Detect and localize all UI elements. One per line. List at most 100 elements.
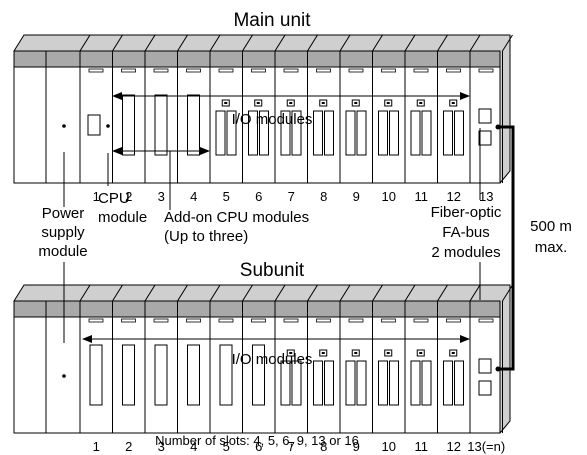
module-slot-window [248, 110, 258, 156]
cpu-indicator [106, 124, 110, 128]
slot-ridge [177, 34, 188, 52]
module-slot-window [454, 360, 464, 406]
main-unit-rack [13, 34, 513, 184]
slot-ridge [404, 34, 416, 52]
svg-text:2 modules: 2 modules [431, 244, 500, 261]
slot-ridge [469, 34, 481, 52]
slot-tab [153, 68, 169, 73]
slot-ridge [209, 284, 221, 302]
slot-number: 6 [255, 189, 262, 204]
slot-tab [446, 318, 461, 323]
module-slot-window [154, 94, 168, 156]
svg-text:module: module [98, 209, 147, 226]
slot-tab [186, 318, 201, 323]
slot-tab [153, 318, 169, 323]
slot-ridge [144, 34, 156, 52]
slot-ridge [307, 34, 318, 52]
slot-ridge [209, 34, 221, 52]
fiber-connector [478, 130, 492, 146]
slot-number: 5 [223, 189, 230, 204]
module-slot-window [259, 110, 269, 156]
slot-ridge [404, 284, 416, 302]
rack-top-band [13, 50, 501, 68]
slot-tab [413, 68, 429, 73]
module-slot-window [252, 344, 265, 406]
module-slot-window [280, 360, 291, 406]
slot-ridge [112, 284, 123, 302]
slot-tab [186, 68, 201, 73]
slot-tab [316, 68, 331, 73]
module-led-dot [419, 352, 423, 354]
svg-text:500 m: 500 m [530, 218, 572, 235]
slot-number: 10 [382, 439, 396, 454]
slot-tab [413, 318, 429, 323]
slot-number: 6 [255, 439, 262, 454]
addon-cpu-arrow [112, 147, 210, 155]
power-supply-indicator [62, 374, 66, 378]
svg-text:Power: Power [42, 205, 85, 222]
power-supply-label: Power supply module [38, 205, 87, 260]
slot-number: 4 [190, 189, 197, 204]
svg-text:FA-bus: FA-bus [442, 224, 490, 241]
slot-ridge [437, 284, 448, 302]
module-led-dot [451, 102, 455, 104]
slot-tab [88, 318, 104, 323]
module-slot-window [389, 110, 399, 156]
slot-tab [218, 318, 234, 323]
slot-number: 7 [288, 439, 295, 454]
slot-ridge [242, 284, 253, 302]
slot-ridge [274, 34, 286, 52]
module-slot-window [187, 94, 200, 156]
slot-tab [316, 318, 331, 323]
slot-ridge [79, 34, 91, 52]
module-slot-window [226, 110, 237, 156]
slot-number: 12 [447, 439, 461, 454]
svg-text:module: module [38, 243, 87, 260]
module-slot-window [122, 94, 135, 156]
slot-ridge [274, 284, 286, 302]
slot-ridge [502, 284, 513, 302]
module-slot-window [421, 110, 432, 156]
module-led-dot [419, 102, 423, 104]
cpu-module-label: CPU module [98, 190, 147, 226]
module-led-dot [386, 352, 390, 354]
slot-ridge [242, 34, 253, 52]
module-slot-window [378, 360, 388, 406]
fiber-optic-label: Fiber-optic FA-bus 2 modules [431, 204, 502, 261]
slot-number: 10 [382, 189, 396, 204]
slot-number: 9 [353, 189, 360, 204]
svg-text:supply: supply [41, 224, 85, 241]
module-slot-window [410, 360, 421, 406]
slot-tab [251, 318, 266, 323]
svg-text:Fiber-optic: Fiber-optic [431, 204, 502, 221]
slot-ridge [177, 284, 188, 302]
module-slot-window [187, 344, 200, 406]
sub-io-arrow [82, 335, 470, 343]
slot-tab [251, 68, 266, 73]
power-supply-indicator [62, 124, 66, 128]
distance-label: 500 m max. [530, 218, 572, 256]
svg-text:CPU: CPU [98, 190, 130, 207]
module-slot-window [345, 110, 356, 156]
module-led-dot [321, 102, 325, 104]
svg-text:Add-on CPU modules: Add-on CPU modules [164, 209, 309, 226]
module-slot-window [324, 110, 334, 156]
slot-ridge [502, 34, 513, 52]
slot-number: 13 [479, 189, 493, 204]
slot-tab [348, 68, 364, 73]
module-slot-window [215, 110, 226, 156]
module-slot-window [219, 344, 233, 406]
main-unit-title: Main unit [233, 10, 311, 31]
slot-number: 11 [415, 439, 429, 454]
slot-ridge [339, 284, 351, 302]
module-slot-window [324, 360, 334, 406]
module-slot-window [89, 344, 103, 406]
fiber-connector [478, 108, 492, 124]
slot-ridge [372, 284, 383, 302]
module-slot-window [421, 360, 432, 406]
module-slot-window [291, 360, 302, 406]
module-slot-window [154, 344, 168, 406]
module-slot-window [313, 110, 323, 156]
slot-number: 12 [447, 189, 461, 204]
